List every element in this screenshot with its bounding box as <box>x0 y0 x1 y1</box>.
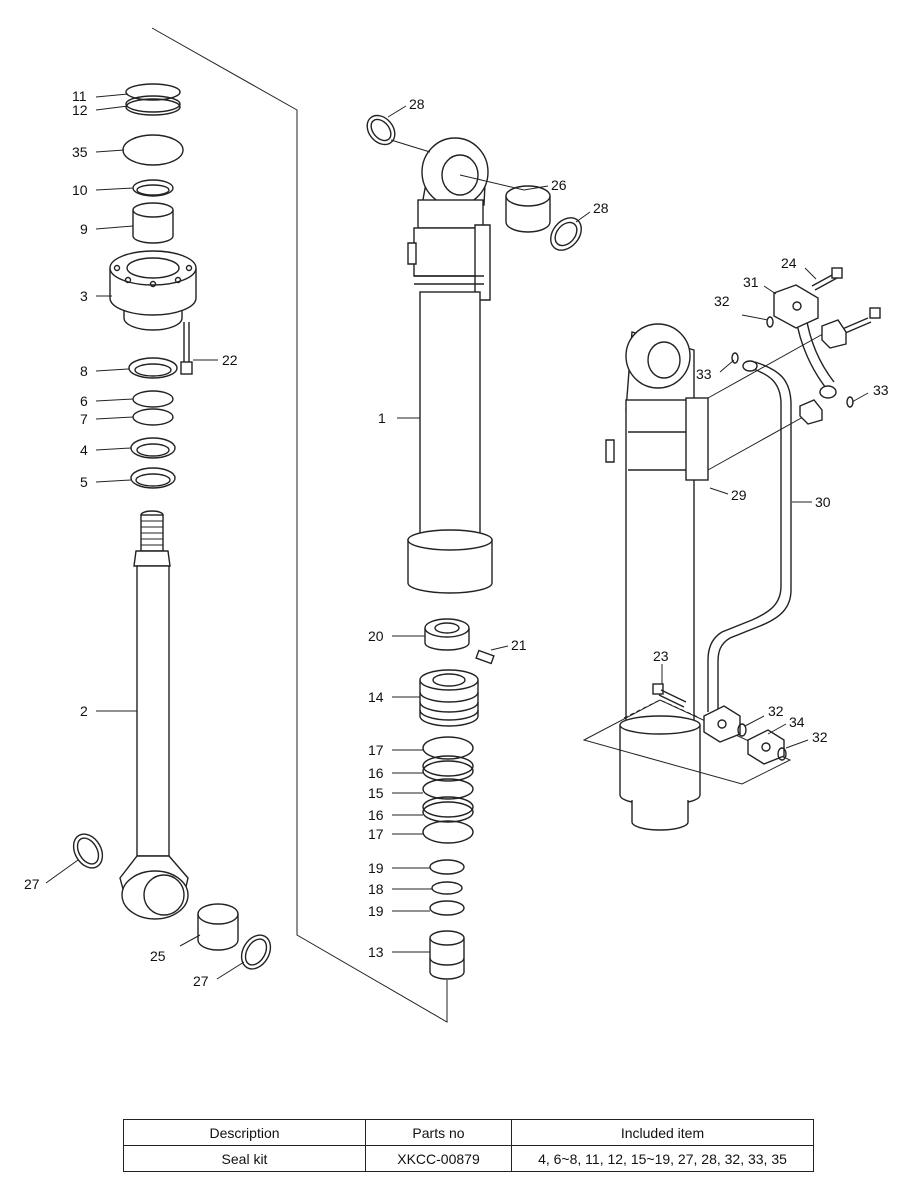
callout-14: 14 <box>368 689 384 705</box>
column-header-parts-no: Parts no <box>365 1119 512 1146</box>
callout-9: 9 <box>80 221 88 237</box>
callout-10: 10 <box>72 182 88 198</box>
part-14-piston <box>419 669 479 727</box>
leader-lines <box>45 93 869 980</box>
callout-25: 25 <box>150 948 166 964</box>
part-29-bracket <box>685 329 831 481</box>
callout-32-lower: 32 <box>812 729 828 745</box>
callout-15: 15 <box>368 785 384 801</box>
callout-22: 22 <box>222 352 238 368</box>
part-13-cushion <box>429 930 465 980</box>
callout-labels: 11 12 35 10 9 3 22 8 6 7 4 5 2 27 25 27 … <box>24 88 889 989</box>
callout-8: 8 <box>80 363 88 379</box>
part-35-ring <box>122 134 184 166</box>
part-19-ring-upper <box>429 859 465 875</box>
callout-26: 26 <box>551 177 567 193</box>
cell-description: Seal kit <box>123 1145 366 1172</box>
part-23-bolt <box>652 683 687 708</box>
part-32-33-orings <box>731 316 854 761</box>
part-27-ring-upper <box>72 833 104 869</box>
callout-13: 13 <box>368 944 384 960</box>
part-8-ring <box>128 357 178 379</box>
seal-kit-table: Description Parts no Included item Seal … <box>123 1119 814 1172</box>
part-2-piston-rod <box>119 510 189 920</box>
cell-parts-no: XKCC-00879 <box>365 1145 512 1172</box>
part-22-bolt <box>180 322 193 375</box>
assembled-cylinder <box>582 323 792 831</box>
part-19-ring-lower <box>429 900 465 916</box>
part-34-flange <box>703 705 785 765</box>
callout-20: 20 <box>368 628 384 644</box>
part-31-flange <box>773 284 819 329</box>
part-1-cylinder-tube <box>407 137 493 594</box>
callout-16-upper: 16 <box>368 765 384 781</box>
callout-19-upper: 19 <box>368 860 384 876</box>
part-26-bushing <box>505 185 551 233</box>
column-header-description: Description <box>123 1119 366 1146</box>
callout-23: 23 <box>653 648 669 664</box>
callout-28-top: 28 <box>409 96 425 112</box>
callout-1: 1 <box>378 410 386 426</box>
callout-29: 29 <box>731 487 747 503</box>
callout-16-lower: 16 <box>368 807 384 823</box>
callout-31: 31 <box>743 274 759 290</box>
part-28-ring-top <box>366 114 396 146</box>
table-header-row: Description Parts no Included item <box>123 1119 814 1146</box>
exploded-parts-diagram: 11 12 35 10 9 3 22 8 6 7 4 5 2 27 25 27 … <box>24 27 889 1023</box>
cell-included-item: 4, 6~8, 11, 12, 15~19, 27, 28, 32, 33, 3… <box>511 1145 814 1172</box>
column-header-included-item: Included item <box>511 1119 814 1146</box>
part-27-ring-lower <box>240 934 272 970</box>
part-5-snap-ring <box>130 467 176 489</box>
part-3-gland <box>109 250 197 331</box>
part-24-bolt-pair <box>799 267 881 425</box>
assembly-guide-frame <box>151 27 448 1023</box>
part-4-ring <box>130 437 176 459</box>
callout-6: 6 <box>80 393 88 409</box>
callout-2: 2 <box>80 703 88 719</box>
callout-27-upper: 27 <box>24 876 40 892</box>
part-10-ring <box>132 179 174 197</box>
callout-32-middle: 32 <box>768 703 784 719</box>
part-7-ring <box>132 408 174 426</box>
callout-32-upper: 32 <box>714 293 730 309</box>
part-25-bushing <box>197 903 239 951</box>
callout-5: 5 <box>80 474 88 490</box>
callout-21: 21 <box>511 637 527 653</box>
callout-27-lower: 27 <box>193 973 209 989</box>
part-20-nut <box>424 618 470 651</box>
callout-11: 11 <box>72 88 87 104</box>
callout-35: 35 <box>72 144 88 160</box>
callout-34: 34 <box>789 714 805 730</box>
part-18-ring <box>431 881 463 895</box>
table-row: Seal kit XKCC-00879 4, 6~8, 11, 12, 15~1… <box>123 1145 814 1172</box>
callout-28-side: 28 <box>593 200 609 216</box>
callout-33-right: 33 <box>873 382 889 398</box>
part-21-set-screw <box>475 649 495 665</box>
callout-7: 7 <box>80 411 88 427</box>
part-9-bushing <box>132 202 174 244</box>
part-28-ring-side <box>550 217 582 251</box>
callout-24: 24 <box>781 255 797 271</box>
callout-18: 18 <box>368 881 384 897</box>
callout-4: 4 <box>80 442 88 458</box>
part-15-17-seal-rings <box>422 736 474 844</box>
callout-12: 12 <box>72 102 88 118</box>
callout-17-lower: 17 <box>368 826 384 842</box>
callout-3: 3 <box>80 288 88 304</box>
callout-17-upper: 17 <box>368 742 384 758</box>
callout-30: 30 <box>815 494 831 510</box>
part-6-ring <box>132 390 174 408</box>
callout-33-left: 33 <box>696 366 712 382</box>
callout-19-lower: 19 <box>368 903 384 919</box>
part-11-12-rings <box>125 83 181 116</box>
part-30-pipe <box>707 360 792 712</box>
